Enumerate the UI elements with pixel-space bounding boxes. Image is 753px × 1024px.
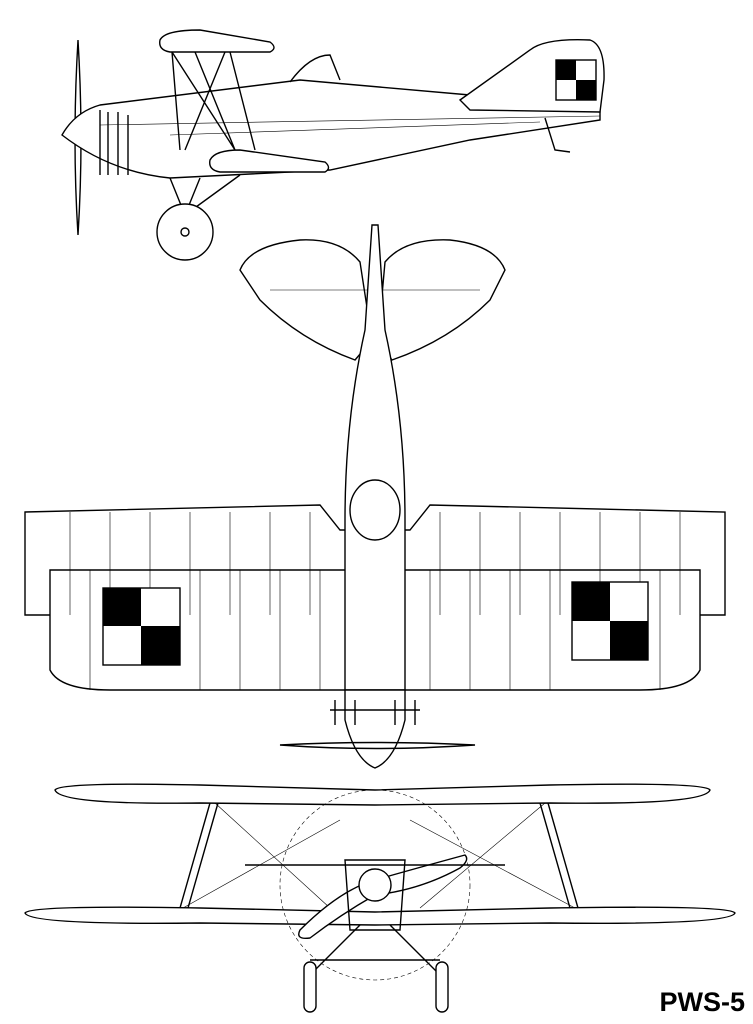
front-landing-gear [309, 924, 441, 976]
aircraft-name-label: PWS-5 [659, 987, 745, 1017]
front-engine [344, 859, 406, 931]
top-engine-cowling [344, 689, 406, 769]
top-cockpit [349, 479, 401, 541]
side-lower-wing [209, 149, 330, 173]
side-tail-skid [544, 117, 571, 153]
top-engine-cylinders [330, 700, 420, 725]
front-right-wheel [435, 961, 449, 1013]
side-wheel [156, 203, 214, 261]
side-checker-insignia [555, 59, 597, 101]
side-engine-cylinders [99, 110, 129, 175]
top-left-checker-insignia [102, 587, 181, 666]
top-wing-ribs [69, 512, 681, 690]
front-spinner [358, 868, 392, 902]
front-left-wheel [303, 961, 317, 1013]
side-struts [171, 51, 256, 151]
side-upper-wing [159, 29, 275, 53]
side-cockpit-windscreen [289, 54, 341, 83]
side-propeller [74, 39, 82, 236]
side-view [61, 29, 605, 261]
top-right-checker-insignia [571, 581, 649, 661]
front-view [24, 783, 736, 1013]
front-lower-wing [24, 906, 736, 926]
front-propeller-disc [279, 789, 471, 981]
top-left-tailplane [239, 239, 373, 361]
top-propeller [279, 741, 476, 750]
top-view [24, 224, 726, 769]
top-right-tailplane [377, 239, 506, 361]
front-interplane-struts [179, 802, 579, 909]
front-upper-wing [54, 783, 711, 806]
